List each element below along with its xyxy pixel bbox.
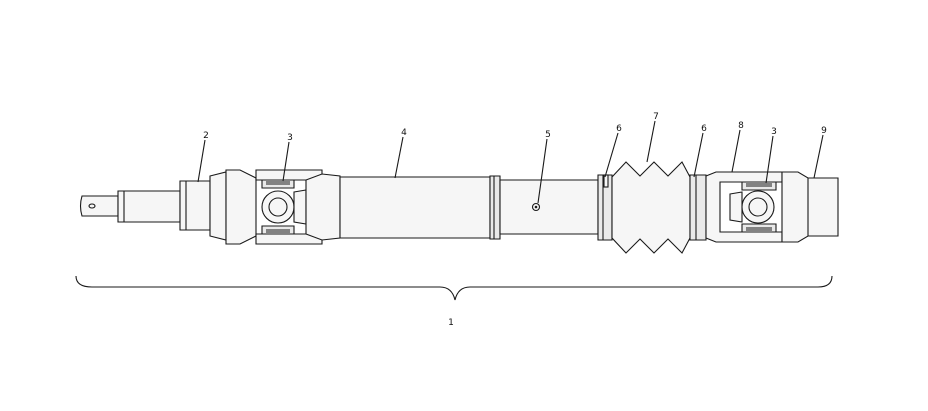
callout-1: 1 xyxy=(448,318,454,328)
main-tube xyxy=(339,175,599,240)
callout-6-right: 6 xyxy=(701,124,707,134)
input-stub-shaft xyxy=(79,190,181,223)
callout-3-right: 3 xyxy=(771,127,777,137)
callout-5: 5 xyxy=(545,130,551,140)
callout-8: 8 xyxy=(738,121,744,131)
left-yoke xyxy=(225,169,323,245)
boot-clamp-left xyxy=(597,174,613,241)
output-yoke xyxy=(781,171,839,243)
callout-6-left: 6 xyxy=(616,124,622,134)
left-yoke-mating xyxy=(305,173,341,241)
callout-9: 9 xyxy=(821,126,827,136)
boot-bellows xyxy=(611,161,691,254)
leader-lines xyxy=(197,120,824,204)
yoke-collar xyxy=(179,171,227,241)
callout-4: 4 xyxy=(401,128,407,138)
callout-2: 2 xyxy=(203,131,209,141)
callout-3-left: 3 xyxy=(287,133,293,143)
boot-clamp-right xyxy=(689,174,707,241)
assembly-brace xyxy=(75,275,833,301)
callout-7: 7 xyxy=(653,112,659,122)
right-yoke xyxy=(705,171,783,243)
